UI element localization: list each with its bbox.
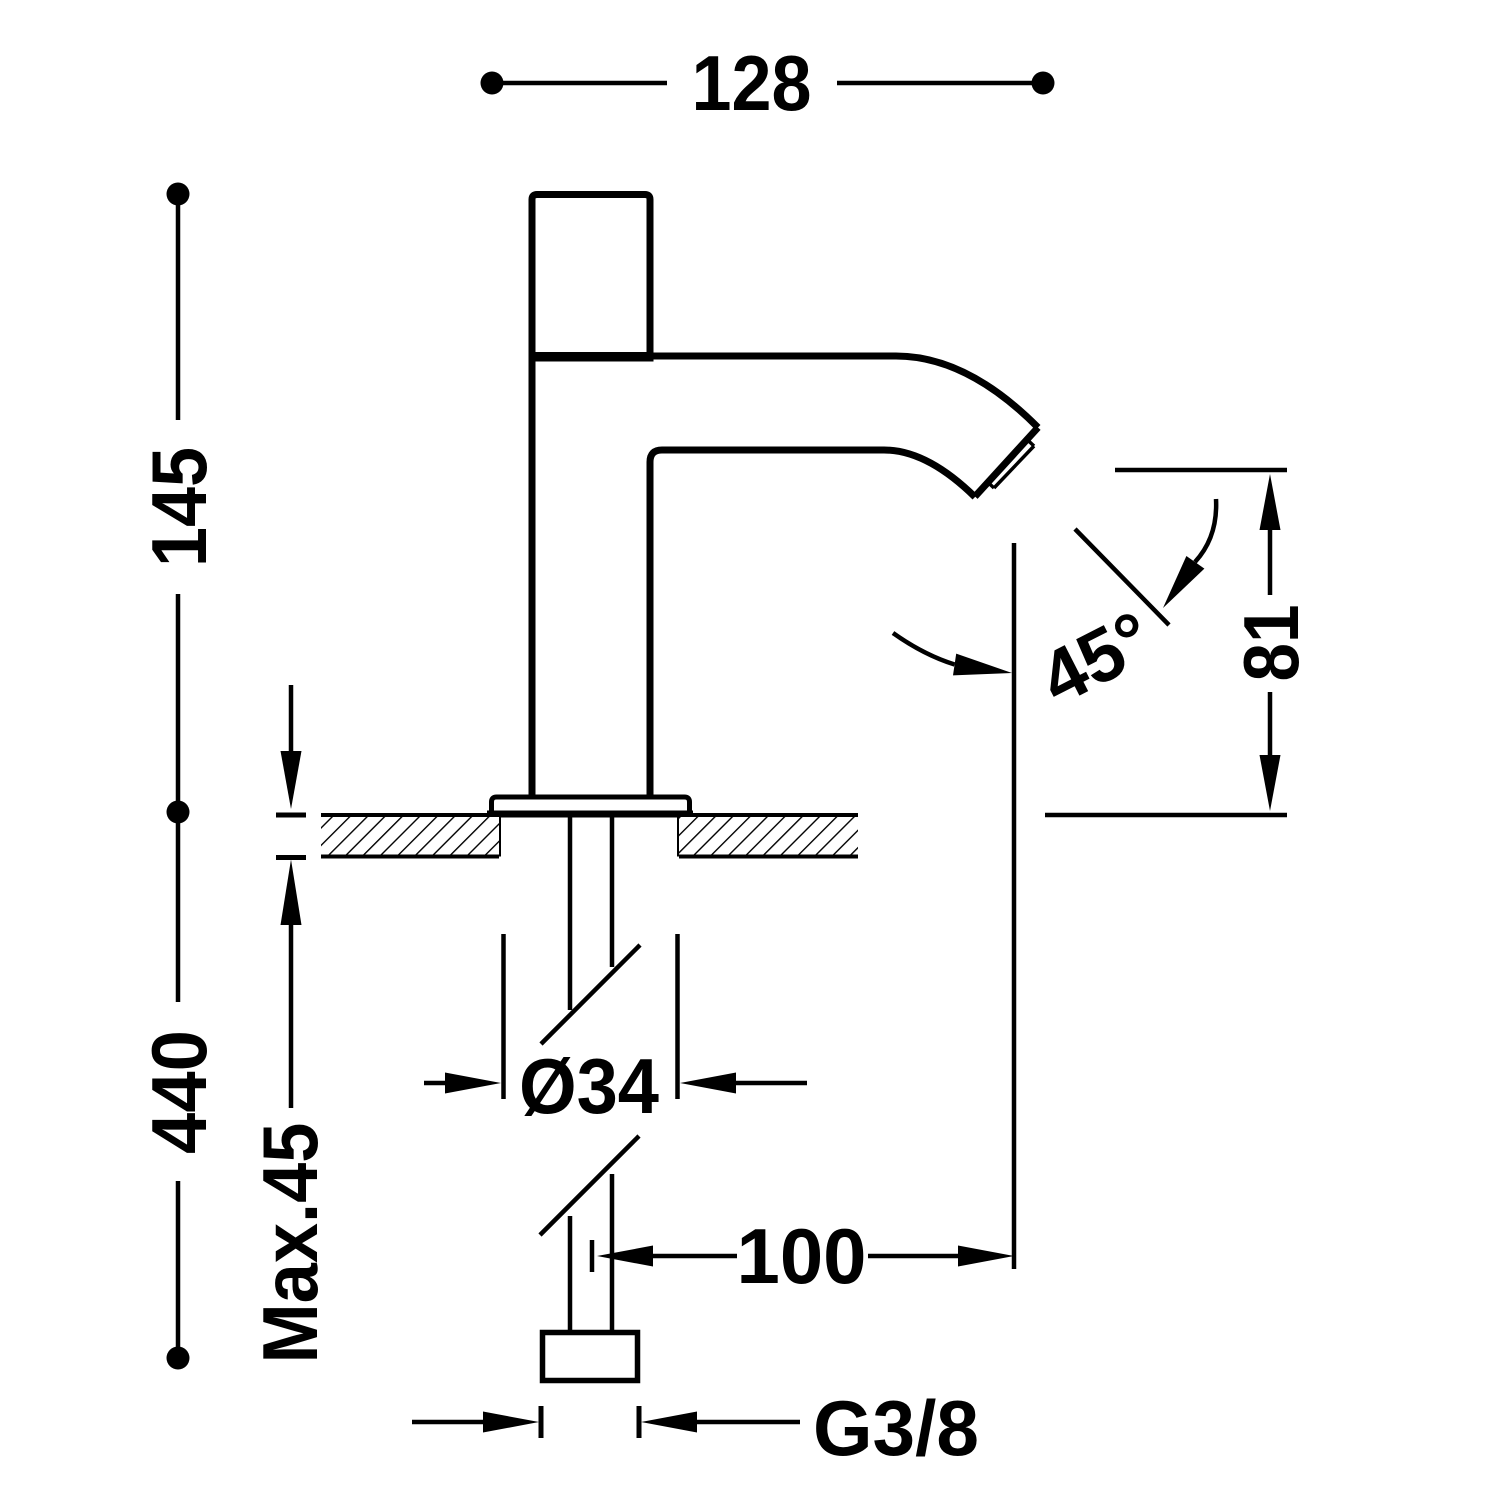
svg-text:81: 81 xyxy=(1227,605,1315,682)
svg-text:440: 440 xyxy=(135,1030,223,1154)
svg-text:145: 145 xyxy=(135,447,223,567)
svg-text:128: 128 xyxy=(692,39,812,127)
svg-text:45°: 45° xyxy=(1027,595,1166,721)
svg-text:Max.45: Max.45 xyxy=(246,1123,334,1364)
svg-text:Ø34: Ø34 xyxy=(519,1042,659,1130)
svg-text:100: 100 xyxy=(737,1212,867,1300)
svg-text:G3/8: G3/8 xyxy=(813,1384,979,1472)
